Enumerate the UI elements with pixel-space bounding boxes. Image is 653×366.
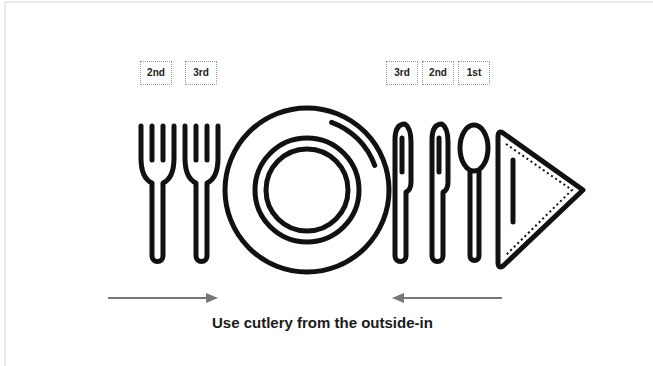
fork — [185, 126, 218, 262]
order-label-box: 3rd — [185, 61, 217, 85]
direction-arrow — [108, 297, 210, 299]
frame-line — [5, 2, 6, 366]
napkin — [498, 132, 583, 267]
order-label-box: 2nd — [140, 61, 172, 85]
knife — [432, 124, 448, 262]
frame-line — [5, 2, 653, 3]
napkin-stitching — [506, 144, 572, 255]
order-label-box: 1st — [458, 61, 490, 85]
order-label: 1st — [467, 68, 481, 78]
arrow-head — [206, 293, 218, 303]
plate — [225, 108, 389, 272]
spoon — [460, 125, 488, 261]
order-label-box: 2nd — [422, 61, 454, 85]
order-label: 3rd — [394, 68, 410, 78]
caption: Use cutlery from the outside-in — [212, 314, 433, 332]
direction-arrow — [400, 297, 502, 299]
order-label: 2nd — [147, 68, 165, 78]
knife — [395, 124, 411, 262]
order-label: 3rd — [193, 68, 209, 78]
order-label-box: 3rd — [386, 61, 418, 85]
fork — [141, 126, 174, 262]
arrow-head — [392, 293, 404, 303]
order-label: 2nd — [429, 68, 447, 78]
